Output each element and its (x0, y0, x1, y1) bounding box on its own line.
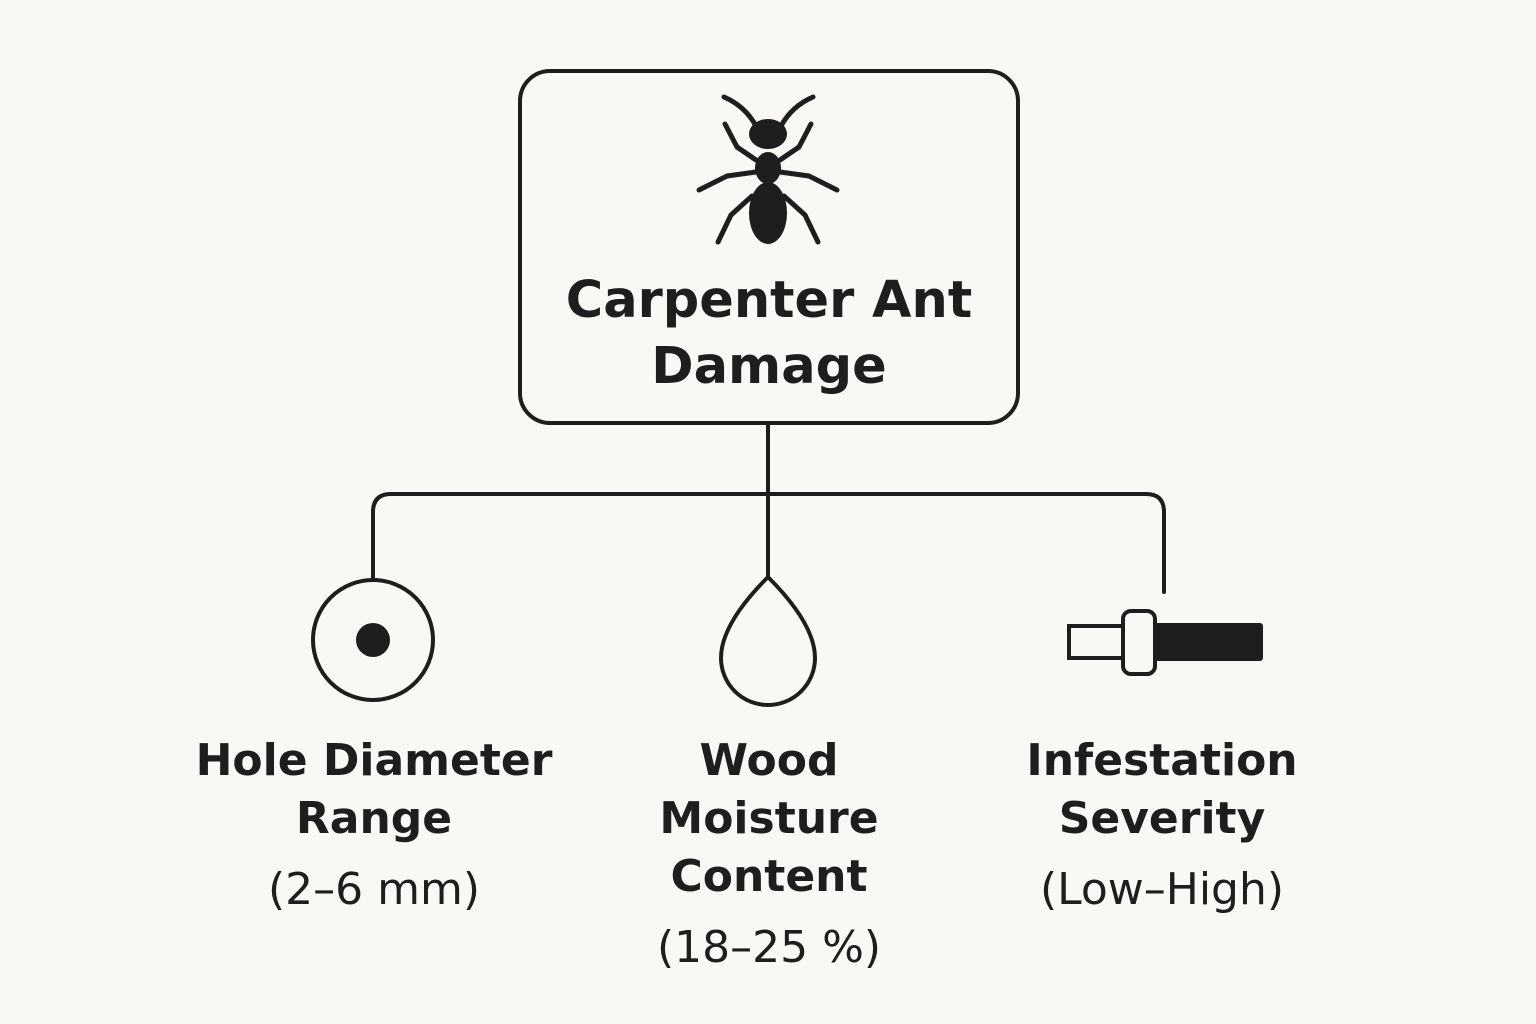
tree-connectors (371, 421, 1166, 594)
hole-diameter-name-line2: Range (295, 793, 453, 844)
hole-diameter-name-line1: Hole Diameter (195, 735, 553, 786)
wood-moisture-range: (18–25 %) (656, 922, 882, 973)
severity-slider-icon (1067, 609, 1263, 676)
wood-moisture-name-line2: Moisture (659, 793, 879, 844)
wood-moisture-name-line1: Wood (699, 735, 839, 786)
infestation-severity-label: Infestation Severity (Low–High) (952, 732, 1372, 919)
wood-moisture-name-line3: Content (670, 851, 868, 902)
infestation-severity-range: (Low–High) (1039, 864, 1285, 915)
ant-icon (696, 94, 840, 245)
target-hole-icon (311, 578, 435, 702)
infestation-severity-name-line2: Severity (1058, 793, 1266, 844)
root-title-line1: Carpenter Ant (565, 271, 973, 330)
root-title: Carpenter Ant Damage (520, 268, 1018, 400)
water-drop-icon (719, 575, 817, 707)
hole-diameter-range: (2–6 mm) (267, 864, 481, 915)
wood-moisture-label: Wood Moisture Content (18–25 %) (559, 732, 979, 977)
root-title-line2: Damage (651, 337, 887, 396)
hole-diameter-label: Hole Diameter Range (2–6 mm) (164, 732, 584, 919)
infestation-severity-name-line1: Infestation (1026, 735, 1298, 786)
